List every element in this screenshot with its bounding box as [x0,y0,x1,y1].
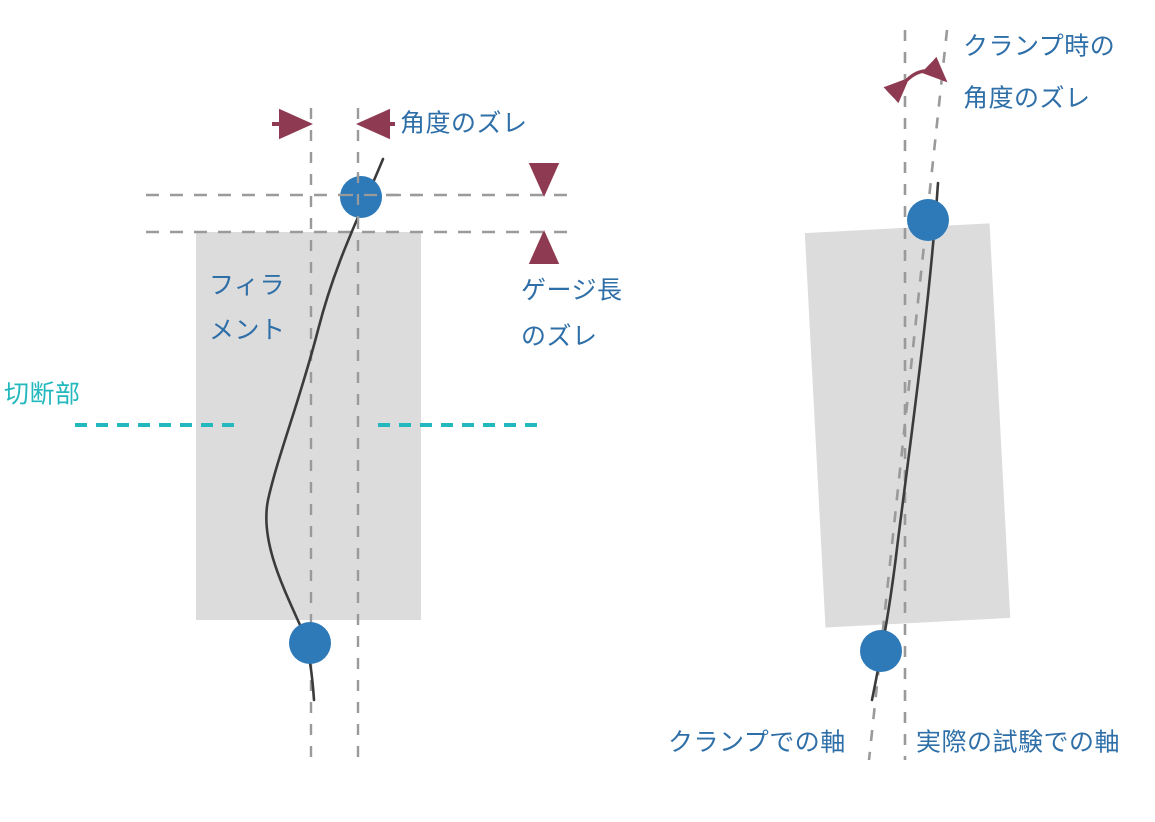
angle-deviation-label: 角度のズレ [400,110,528,138]
filament-label-line1: フィラ [209,272,285,300]
right-panel: クランプ時の 角度のズレ クランプでの軸 実際の試験での軸 [668,29,1120,761]
gauge-block-right [804,223,1011,628]
clamp-angle-deviation-label-line1: クランプ時の [963,33,1115,61]
filament-node-bottom-right [860,630,902,672]
clamp-angle-arc-arrow [883,56,948,104]
left-panel: 角度のズレ ゲージ長 のズレ フィラ メント 切断部 [4,108,623,757]
cut-section-label: 切断部 [4,381,81,409]
clamp-axis-label: クランプでの軸 [668,729,846,757]
gauge-length-deviation-label-line2: のズレ [521,323,598,351]
filament-node-top-right [907,199,949,241]
filament-label-line2: メント [209,317,286,345]
clamp-angle-deviation-label-line2: 角度のズレ [963,85,1091,113]
gauge-length-deviation-label-line1: ゲージ長 [521,277,623,305]
filament-node-bottom-left [289,622,331,664]
filament-node-top-left [340,176,382,218]
actual-test-axis-label: 実際の試験での軸 [916,729,1120,757]
